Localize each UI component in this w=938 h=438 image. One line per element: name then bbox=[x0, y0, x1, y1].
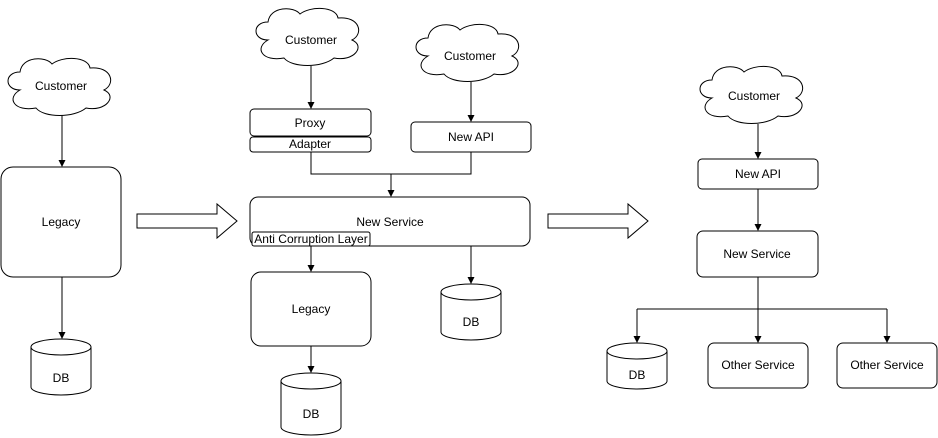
stage3-customer-label: Customer bbox=[728, 89, 780, 103]
stage3-db-label: DB bbox=[629, 368, 646, 382]
arrow-head bbox=[633, 336, 641, 343]
stage3-new-service-box: New Service bbox=[696, 230, 819, 278]
arrow-head bbox=[467, 115, 475, 122]
transition-arrow-1 bbox=[136, 202, 238, 240]
stage3-other-service-1-label: Other Service bbox=[721, 358, 795, 372]
stage2-customer-cloud-api: Customer bbox=[415, 24, 520, 82]
arrow-head bbox=[754, 224, 762, 231]
stage2-proxy-box: Proxy bbox=[249, 108, 372, 137]
stage2-proxy-label: Proxy bbox=[295, 116, 326, 130]
stage1-db-cylinder: DB bbox=[30, 338, 92, 396]
stage3-new-api-label: New API bbox=[735, 167, 781, 181]
stage1-legacy-box: Legacy bbox=[0, 166, 122, 278]
stage2-new-service-label: New Service bbox=[356, 215, 424, 229]
stage2-customer-proxy-label: Customer bbox=[285, 33, 337, 47]
arrow-head bbox=[754, 336, 762, 343]
stage1-legacy-label: Legacy bbox=[42, 215, 81, 229]
stage3-db-cylinder: DB bbox=[606, 342, 668, 390]
arrow-head bbox=[307, 265, 315, 272]
stage3-new-api-box: New API bbox=[697, 158, 819, 190]
arrow-head bbox=[387, 190, 395, 197]
stage1-db-label: DB bbox=[53, 371, 70, 385]
arrow-head bbox=[307, 102, 315, 109]
stage3-customer-cloud: Customer bbox=[699, 66, 804, 124]
arrow-head bbox=[307, 366, 315, 373]
arrow-head bbox=[754, 152, 762, 159]
stage2-acl-label: Anti Corruption Layer bbox=[254, 232, 367, 246]
stage3-other-service-box-1: Other Service bbox=[707, 342, 809, 389]
stage2-adapter-box: Adapter bbox=[249, 136, 372, 153]
stage2-new-api-box: New API bbox=[410, 121, 532, 153]
stage2-legacy-box: Legacy bbox=[250, 271, 372, 347]
stage2-customer-api-label: Customer bbox=[444, 49, 496, 63]
stage2-legacy-db-label: DB bbox=[303, 407, 320, 421]
stage1-customer-label: Customer bbox=[35, 79, 87, 93]
transition-arrow-2 bbox=[547, 202, 649, 240]
stage2-service-db-cylinder: DB bbox=[440, 283, 502, 341]
stage2-legacy-db-cylinder: DB bbox=[280, 372, 342, 436]
stage2-adapter-label: Adapter bbox=[289, 137, 331, 151]
stage3-other-service-2-label: Other Service bbox=[850, 358, 924, 372]
stage2-service-db-label: DB bbox=[463, 315, 480, 329]
arrow-head bbox=[58, 332, 66, 339]
stage1-customer-cloud: Customer bbox=[7, 58, 112, 116]
stage3-new-service-label: New Service bbox=[723, 247, 791, 261]
stage2-anti-corruption-layer: Anti Corruption Layer bbox=[251, 231, 371, 247]
stage3-other-service-box-2: Other Service bbox=[836, 342, 938, 389]
stage2-customer-cloud-proxy: Customer bbox=[255, 8, 360, 66]
stage2-new-api-label: New API bbox=[448, 130, 494, 144]
stage2-legacy-label: Legacy bbox=[292, 302, 331, 316]
arrow-head bbox=[467, 277, 475, 284]
arrow-head bbox=[58, 160, 66, 167]
arrow-head bbox=[883, 336, 891, 343]
